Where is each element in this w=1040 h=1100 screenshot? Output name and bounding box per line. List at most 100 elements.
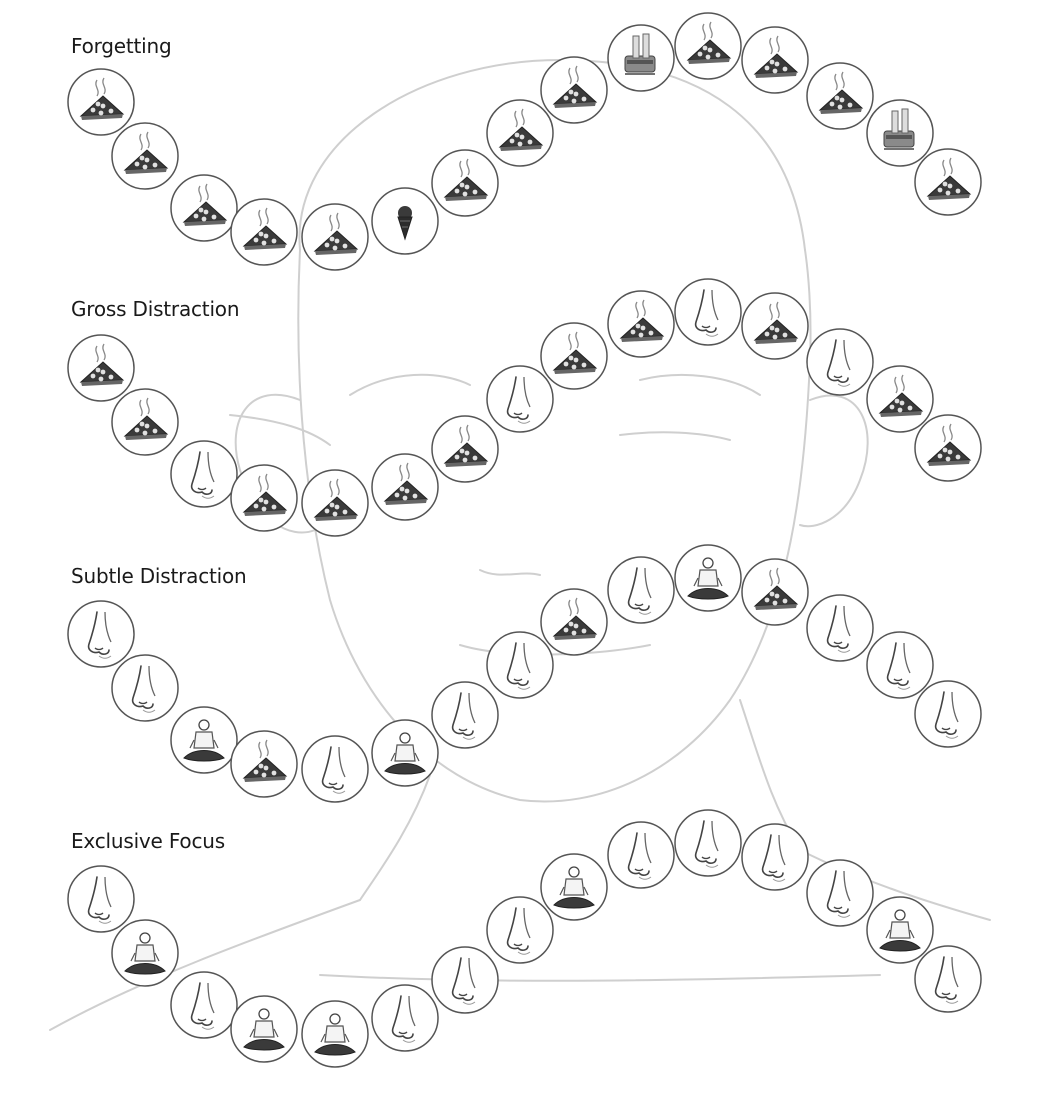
toaster-icon [624,33,656,75]
toaster-icon [883,108,915,150]
pizza-icon [79,77,125,120]
meditator-icon [183,719,225,762]
pizza-icon [818,71,864,114]
nose-icon [87,876,112,924]
nose-bead [431,946,499,1014]
pizza-bead [540,588,608,656]
meditator-bead [371,719,439,787]
nose-icon [934,691,959,739]
nose-icon [506,907,531,955]
pizza-bead [674,12,742,80]
nose-icon [826,870,851,918]
nose-icon [627,567,652,615]
nose-bead [486,365,554,433]
pizza-icon [123,131,169,174]
nose-icon [190,982,215,1030]
meditator-icon [124,932,166,975]
pizza-icon [619,299,665,342]
bead-row-3 [67,809,982,1068]
pizza-bead [301,469,369,537]
nose-icon [506,642,531,690]
pizza-icon [878,374,924,417]
pizza-icon [242,473,288,516]
nose-icon [451,957,476,1005]
meditator-icon [243,1008,285,1051]
pizza-icon [242,739,288,782]
nose-icon [506,376,531,424]
nose-bead [67,600,135,668]
nose-bead [607,556,675,624]
nose-icon [190,451,215,499]
pizza-icon [182,183,228,226]
pizza-icon [753,301,799,344]
row-title-forgetting: Forgetting [71,34,172,58]
row-title-gross-distraction: Gross Distraction [71,297,240,321]
nose-icon [627,832,652,880]
bead-row-2 [67,544,982,803]
meditator-bead [674,544,742,612]
pizza-bead [540,322,608,390]
pizza-bead [230,198,298,266]
pizza-icon [443,424,489,467]
pizza-bead [67,334,135,402]
ice-cream-icon [397,206,413,241]
pizza-bead [67,68,135,136]
pizza-icon [926,157,972,200]
pizza-bead [371,453,439,521]
pizza-bead [230,464,298,532]
pizza-icon [123,397,169,440]
nose-bead [607,821,675,889]
nose-bead [486,631,554,699]
toaster-bead [866,99,934,167]
toaster-bead [607,24,675,92]
meditator-bead [301,1000,369,1068]
nose-bead [806,859,874,927]
bead-row-1 [67,278,982,537]
meditator-bead [111,919,179,987]
pizza-icon [552,65,598,108]
nose-bead [806,328,874,396]
nose-bead [741,823,809,891]
pizza-bead [111,388,179,456]
nose-bead [371,984,439,1052]
nose-icon [761,834,786,882]
pizza-icon [443,158,489,201]
nose-icon [321,746,346,794]
nose-bead [301,735,369,803]
row-title-exclusive-focus: Exclusive Focus [71,829,225,853]
nose-bead [674,278,742,346]
meditator-bead [170,706,238,774]
meditator-icon [314,1013,356,1056]
pizza-icon [552,331,598,374]
pizza-icon [498,108,544,151]
pizza-icon [79,343,125,386]
nose-icon [451,692,476,740]
pizza-bead [431,415,499,483]
nose-bead [914,945,982,1013]
nose-bead [806,594,874,662]
nose-icon [934,956,959,1004]
pizza-bead [540,56,608,124]
pizza-icon [753,567,799,610]
nose-icon [826,339,851,387]
pizza-icon [313,212,359,255]
pizza-bead [301,203,369,271]
pizza-bead [741,558,809,626]
nose-bead [170,440,238,508]
pizza-bead [607,290,675,358]
meditator-icon [384,732,426,775]
pizza-bead [914,414,982,482]
pizza-bead [111,122,179,190]
pizza-icon [242,207,288,250]
bead-row-0 [67,12,982,271]
nose-icon [87,611,112,659]
pizza-bead [914,148,982,216]
nose-bead [67,865,135,933]
pizza-bead [741,292,809,360]
row-title-subtle-distraction: Subtle Distraction [71,564,247,588]
nose-icon [694,820,719,868]
meditator-bead [230,995,298,1063]
pizza-icon [926,423,972,466]
